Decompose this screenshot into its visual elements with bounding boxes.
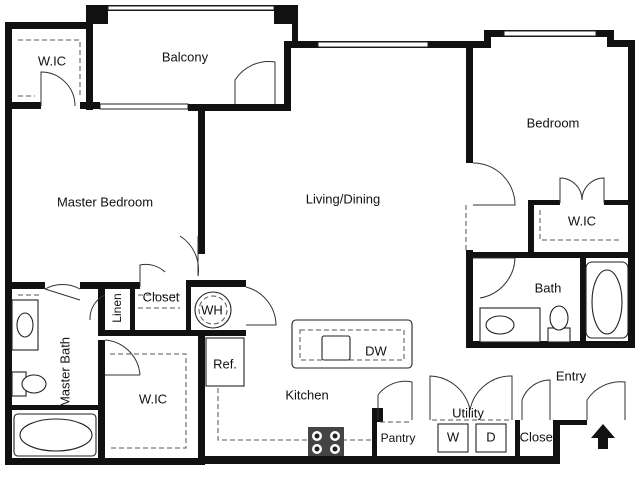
label-linen: Linen [110,293,124,322]
windows [99,5,597,110]
label-living-dining: Living/Dining [306,191,380,206]
label-wic-bedroom: W.IC [568,213,596,228]
label-bath: Bath [535,280,562,295]
label-kitchen: Kitchen [285,387,328,402]
label-pantry: Pantry [381,431,416,445]
label-utility: Utility [452,405,484,420]
label-entry: Entry [556,368,587,383]
label-master-bedroom: Master Bedroom [57,194,153,209]
interior-walls [5,41,634,465]
entry-arrow-icon [591,424,615,449]
room-labels: W.IC Balcony Bedroom Master Bedroom Livi… [38,49,596,445]
label-bedroom: Bedroom [527,115,580,130]
label-water-heater: WH [201,302,223,317]
label-washer: W [447,429,460,444]
label-dishwasher: DW [365,343,387,358]
doors [40,61,626,420]
label-dryer: D [486,429,495,444]
label-ref: Ref. [213,356,237,371]
fixtures [11,261,629,457]
label-closet: Closet [143,289,180,304]
label-master-bath: Master Bath [57,337,72,407]
label-closet-entry: Closet [520,429,557,444]
label-wic-master: W.IC [139,391,167,406]
label-wic-top: W.IC [38,53,66,68]
label-balcony: Balcony [162,49,209,64]
